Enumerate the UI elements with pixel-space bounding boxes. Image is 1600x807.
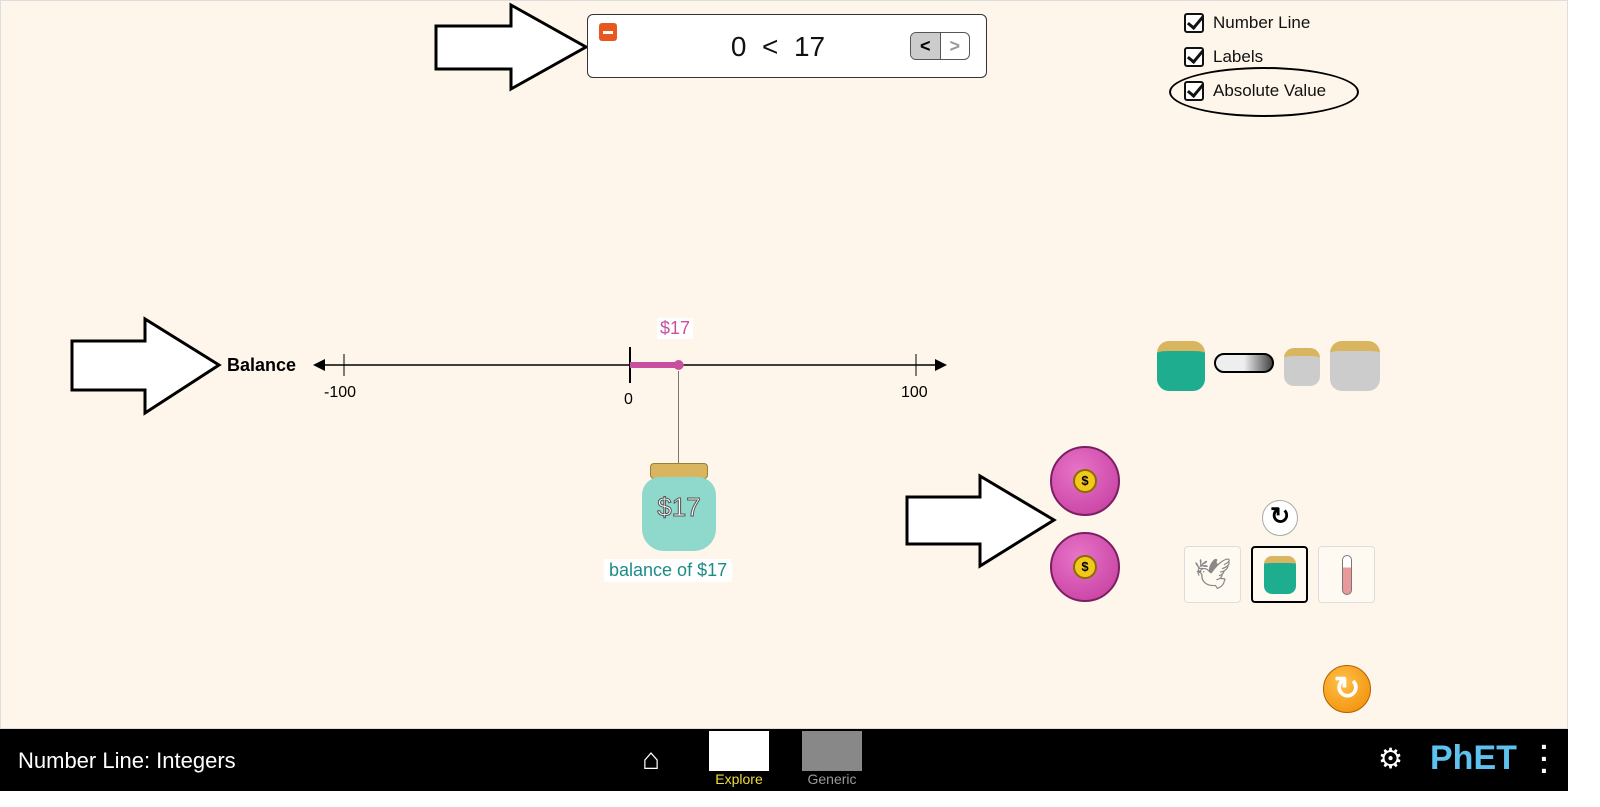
tick-label: 100: [901, 384, 928, 401]
scene-button-temperature[interactable]: [1318, 546, 1375, 603]
scene-button-bird[interactable]: 🕊: [1184, 546, 1241, 603]
jar-icon: [1330, 341, 1380, 391]
jar-value: $17: [642, 477, 716, 551]
comparison-panel: 0 < 17 < >: [587, 14, 987, 78]
phet-logo: PhET: [1430, 739, 1517, 777]
annotation-ellipse: [1169, 67, 1359, 117]
sim-stage: 0 < 17 < > Number Line Labels Absolute V…: [0, 0, 1568, 729]
refresh-icon[interactable]: ↻: [1262, 500, 1298, 536]
number-line-label: Balance: [227, 355, 297, 375]
screen-label: Generic: [807, 771, 857, 787]
checkbox-icon: [1184, 47, 1204, 67]
comparison-statement: 0 < 17: [730, 31, 826, 62]
absolute-value-bar: [630, 362, 679, 368]
piggy-bank-jar[interactable]: $17: [642, 463, 716, 551]
collapse-button[interactable]: [599, 23, 617, 41]
left-arrow-icon: [313, 359, 325, 371]
settings-gear-icon[interactable]: ⚙: [1378, 743, 1404, 774]
scene-button-bank[interactable]: [1251, 546, 1308, 603]
more-options-icon[interactable]: ···: [1540, 731, 1550, 786]
tick-label: 0: [624, 391, 633, 408]
screen-button-explore[interactable]: Explore: [709, 731, 769, 791]
less-than-button[interactable]: <: [911, 33, 941, 59]
sim-title: Number Line: Integers: [18, 748, 236, 773]
jar-toggle-switch[interactable]: [1214, 353, 1274, 373]
withdraw-button[interactable]: $: [1050, 532, 1120, 602]
comparison-toggle: < >: [910, 32, 970, 60]
checkbox-label: Labels: [1213, 47, 1264, 66]
greater-than-button[interactable]: >: [949, 36, 960, 56]
home-icon[interactable]: ⌂: [642, 743, 661, 776]
jar-caption: balance of $17: [604, 559, 733, 582]
tick-label: -100: [324, 384, 357, 401]
deposit-button[interactable]: $: [1050, 446, 1120, 516]
screen-button-generic[interactable]: Generic: [802, 731, 862, 791]
annotation-arrow-icon: [434, 2, 590, 92]
coin-hand-icon: $: [1073, 555, 1097, 579]
checkbox-icon: [1184, 13, 1204, 33]
value-label: $17: [657, 318, 694, 339]
jar-icon: [1157, 341, 1205, 391]
navigation-bar: Number Line: Integers ⌂ Explore Generic …: [0, 729, 1568, 791]
screen-label: Explore: [715, 771, 763, 787]
reset-all-button[interactable]: ↻: [1323, 665, 1371, 713]
annotation-arrow-icon: [70, 316, 222, 416]
checkbox-labels[interactable]: Labels: [1184, 47, 1263, 67]
jar-icon: [1284, 348, 1320, 386]
generic-thumbnail: [802, 731, 862, 771]
thermometer-icon: [1341, 554, 1352, 595]
jar-icon: [1263, 555, 1296, 594]
jar-connector: [678, 371, 679, 466]
right-arrow-icon: [935, 359, 947, 371]
coin-icon: $: [1073, 469, 1097, 493]
checkbox-label: Number Line: [1213, 13, 1311, 32]
number-line: [313, 347, 947, 383]
value-point: [673, 360, 684, 370]
annotation-arrow-icon: [905, 473, 1057, 569]
checkbox-number-line[interactable]: Number Line: [1184, 13, 1310, 33]
explore-thumbnail: [709, 731, 769, 771]
